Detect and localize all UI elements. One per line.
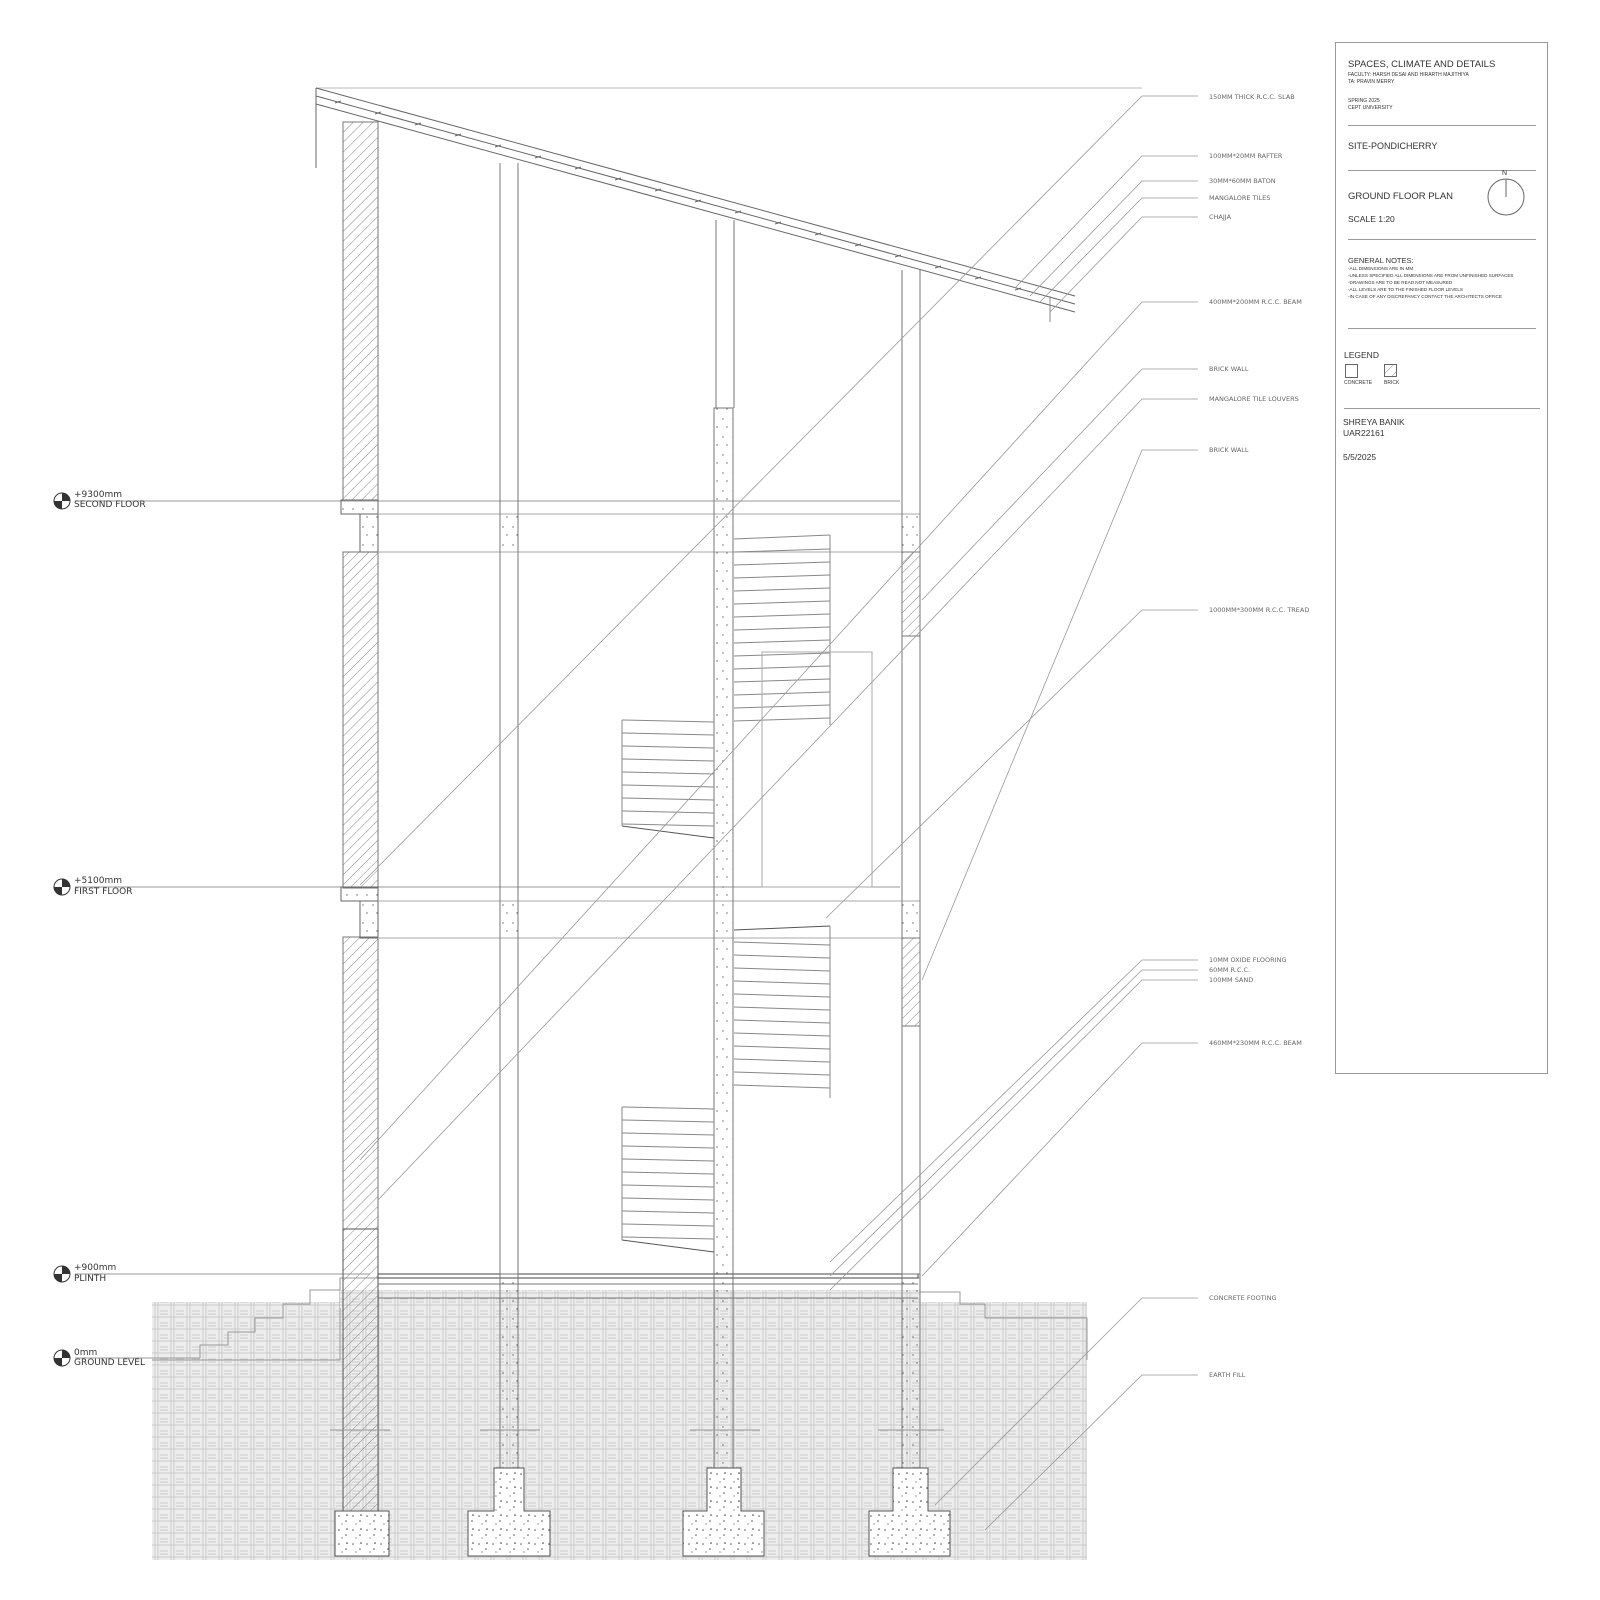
note-oxide-flooring: 10MM OXIDE FLOORING — [1209, 956, 1287, 964]
level-labels: +9300mm SECOND FLOOR +5100mm FIRST FLOOR… — [74, 490, 146, 1368]
north-arrow-icon — [1487, 178, 1525, 216]
level-datums — [75, 500, 900, 1359]
level-value-first: +5100mm — [74, 876, 122, 886]
note-beam-460: 460MM*230MM R.C.C. BEAM — [1209, 1039, 1302, 1047]
faculty-line: FACULTY: HARSH DESAI AND HIRARTH MAJITHI… — [1348, 72, 1469, 78]
roof-tiles — [334, 100, 1022, 291]
ta-line: TA: PRAVIN MERRY — [1348, 79, 1395, 85]
site-label: SITE-PONDICHERRY — [1348, 141, 1438, 151]
sloped-roof — [315, 87, 1142, 322]
scale-label: SCALE 1:20 — [1348, 214, 1395, 224]
note-mangalore-tiles: MANGALORE TILES — [1209, 194, 1270, 202]
roll-number: UAR22161 — [1343, 428, 1385, 438]
note-chajja: CHAJJA — [1209, 213, 1232, 221]
footings — [330, 1429, 951, 1557]
level-name-plinth: PLINTH — [74, 1274, 106, 1284]
level-name-first: FIRST FLOOR — [74, 887, 132, 897]
note-60mm-rcc: 60MM R.C.C. — [1209, 966, 1250, 974]
note-4: -ALL LEVELS ARE TO THE FINISHED FLOOR LE… — [1348, 287, 1463, 292]
leader-lines — [359, 95, 1198, 1531]
note-rcc-tread: 1000MM*300MM R.C.C. TREAD — [1209, 606, 1309, 614]
floor-slabs — [340, 499, 921, 1299]
note-2: -UNLESS SPECIFIED ALL DIMENSIONS ARE FRO… — [1348, 273, 1514, 278]
earth-fill — [152, 1277, 1088, 1560]
divider — [1348, 170, 1536, 171]
level-name-ground: GROUND LEVEL — [74, 1358, 145, 1368]
divider — [1348, 125, 1536, 126]
note-3: -DRAWINGS ARE TO BE READ NOT MEASURED — [1348, 280, 1453, 285]
divider — [1348, 239, 1536, 240]
notes-heading: GENERAL NOTES: — [1348, 256, 1414, 265]
note-concrete-footing: CONCRETE FOOTING — [1209, 1294, 1277, 1302]
level-markers — [53, 492, 71, 1367]
level-value-second: +9300mm — [74, 490, 122, 500]
note-baton: 30MM*60MM BATON — [1209, 177, 1276, 185]
note-1: -ALL DIMENSIONS ARE IN MM — [1348, 266, 1414, 271]
legend-heading: LEGEND — [1344, 350, 1379, 360]
stair-treads-lower — [621, 925, 831, 1253]
divider — [1344, 408, 1540, 409]
note-sand: 100MM SAND — [1209, 976, 1253, 984]
level-value-plinth: +900mm — [74, 1263, 116, 1273]
legend-brick-label: BRICK — [1384, 380, 1400, 386]
legend-concrete-label: CONCRETE — [1344, 380, 1373, 386]
level-name-second: SECOND FLOOR — [74, 500, 146, 510]
project-title: SPACES, CLIMATE AND DETAILS — [1348, 59, 1496, 70]
note-earth-fill: EARTH FILL — [1209, 1371, 1246, 1379]
left-brick-wall — [334, 121, 390, 1557]
level-value-ground: 0mm — [74, 1348, 97, 1358]
legend-brick-swatch — [1384, 364, 1397, 377]
note-brick-wall-2: BRICK WALL — [1209, 446, 1249, 454]
annotation-labels: 150MM THICK R.C.C. SLAB 100MM*20MM RAFTE… — [1209, 93, 1309, 1379]
student-name: SHREYA BANIK — [1343, 417, 1405, 427]
note-beam-400: 400MM*200MM R.C.C. BEAM — [1209, 298, 1302, 306]
stair-treads-upper — [621, 534, 873, 888]
note-rcc-slab: 150MM THICK R.C.C. SLAB — [1209, 93, 1295, 101]
footing-1 — [334, 1510, 390, 1557]
columns — [499, 163, 921, 1555]
drawing-title: GROUND FLOOR PLAN — [1348, 191, 1454, 202]
note-5: -IN CASE OF ANY DISCREPANCY CONTACT THE … — [1348, 294, 1502, 299]
note-brick-wall-1: BRICK WALL — [1209, 365, 1249, 373]
date-label: 5/5/2025 — [1343, 452, 1377, 462]
legend-concrete-swatch — [1345, 364, 1358, 378]
divider — [1348, 328, 1536, 329]
note-rafter: 100MM*20MM RAFTER — [1209, 152, 1283, 160]
north-label: N — [1502, 170, 1508, 177]
title-block: SPACES, CLIMATE AND DETAILS FACULTY: HAR… — [1335, 42, 1548, 1074]
term-line: SPRING 2025 — [1348, 98, 1380, 104]
university-line: CEPT UNIVERSITY — [1348, 105, 1393, 111]
note-tile-louvers: MANGALORE TILE LOUVERS — [1209, 395, 1299, 403]
